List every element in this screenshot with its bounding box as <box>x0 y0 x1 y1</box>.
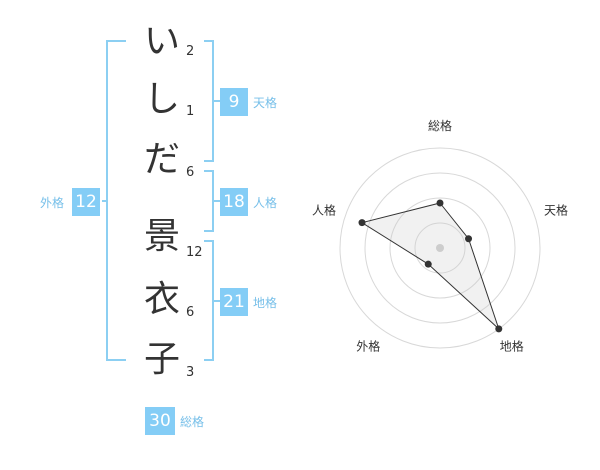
gaikaku-connector <box>102 200 108 202</box>
stroke-count-6: 3 <box>186 365 195 380</box>
stroke-count-2: 1 <box>186 104 195 119</box>
stroke-count-3: 6 <box>186 165 195 180</box>
tenkaku-connector <box>214 100 220 102</box>
soukaku-label: 総格 <box>180 415 205 429</box>
radar-ring <box>364 172 516 324</box>
radar-point-1 <box>436 199 444 207</box>
name-char-2: し <box>143 79 180 120</box>
stroke-count-5: 6 <box>186 305 195 320</box>
soukaku-value-badge: 30 <box>145 407 175 435</box>
name-char-5: 衣 <box>143 279 180 320</box>
radar-point-4 <box>424 260 432 268</box>
chikaku-connector <box>214 300 220 302</box>
gaikaku-label: 外格 <box>40 196 65 210</box>
gaikaku-bracket <box>106 40 126 361</box>
radar-ring <box>389 197 491 299</box>
jinkaku-label: 人格 <box>253 196 278 210</box>
chikaku-bracket <box>204 240 214 361</box>
radar-axis-label-4: 外格 <box>356 339 380 354</box>
name-char-1: い <box>143 21 180 62</box>
radar-axis-label-1: 総格 <box>428 118 452 133</box>
chikaku-value-badge: 21 <box>220 288 248 316</box>
radar-point-2 <box>465 235 473 243</box>
jinkaku-connector <box>214 200 220 202</box>
chikaku-label: 地格 <box>253 296 278 310</box>
radar-axis-label-3: 地格 <box>500 339 524 354</box>
name-char-3: だ <box>143 139 180 180</box>
radar-ring <box>414 222 466 274</box>
radar-point-3 <box>495 325 503 333</box>
tenkaku-label: 天格 <box>253 96 278 110</box>
radar-center-dot <box>436 244 444 252</box>
radar-ring <box>339 147 541 349</box>
jinkaku-bracket <box>204 170 214 232</box>
radar-axis-label-5: 人格 <box>312 202 336 217</box>
name-char-4: 景 <box>143 216 180 257</box>
radar-axis-label-2: 天格 <box>544 202 568 217</box>
name-char-6: 子 <box>143 339 180 380</box>
gaikaku-value-badge: 12 <box>72 188 100 216</box>
stroke-count-1: 2 <box>186 44 195 59</box>
tenkaku-value-badge: 9 <box>220 88 248 116</box>
stroke-count-4: 12 <box>186 245 203 260</box>
jinkaku-value-badge: 18 <box>220 188 248 216</box>
radar-point-5 <box>358 219 366 227</box>
tenkaku-bracket <box>204 40 214 162</box>
